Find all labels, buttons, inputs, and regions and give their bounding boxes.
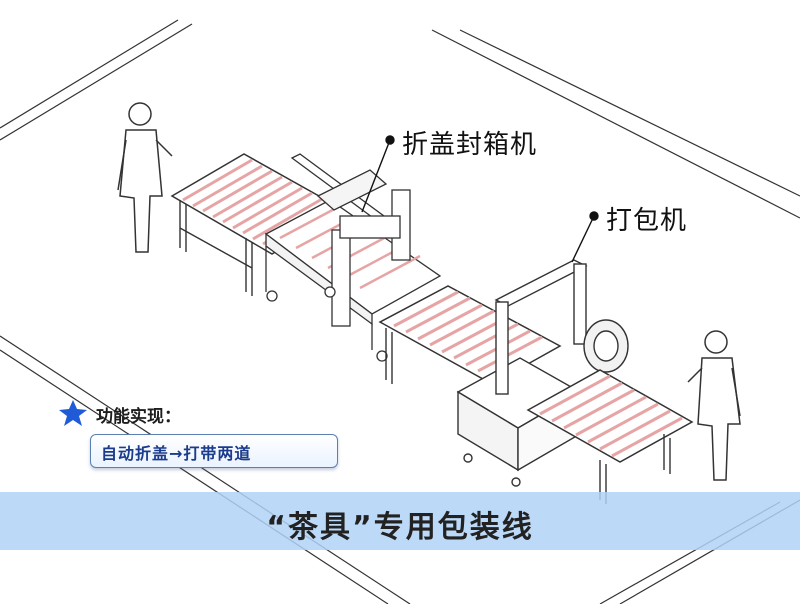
floor-outline: [0, 19, 800, 604]
operator-right-figure: [687, 330, 741, 481]
dot-icon: [589, 211, 599, 221]
operator-left-figure: [117, 102, 173, 253]
case-sealer-machine: [264, 153, 442, 362]
feature-title: 功能实现：: [96, 407, 181, 427]
feature-text: 自动折盖→打带两道: [101, 444, 252, 463]
star-icon: [59, 400, 87, 426]
feature-box: 自动折盖→打带两道: [90, 434, 338, 468]
dot-icon: [385, 135, 395, 145]
callout-pointers: [361, 135, 599, 263]
case-sealer-label: 折盖封箱机: [402, 130, 538, 160]
banner-title: “茶具”专用包装线: [266, 510, 534, 545]
strapping-machine-label: 打包机: [606, 206, 688, 236]
title-banner: “茶具”专用包装线: [0, 492, 800, 550]
outfeed-conveyor: [526, 369, 694, 504]
